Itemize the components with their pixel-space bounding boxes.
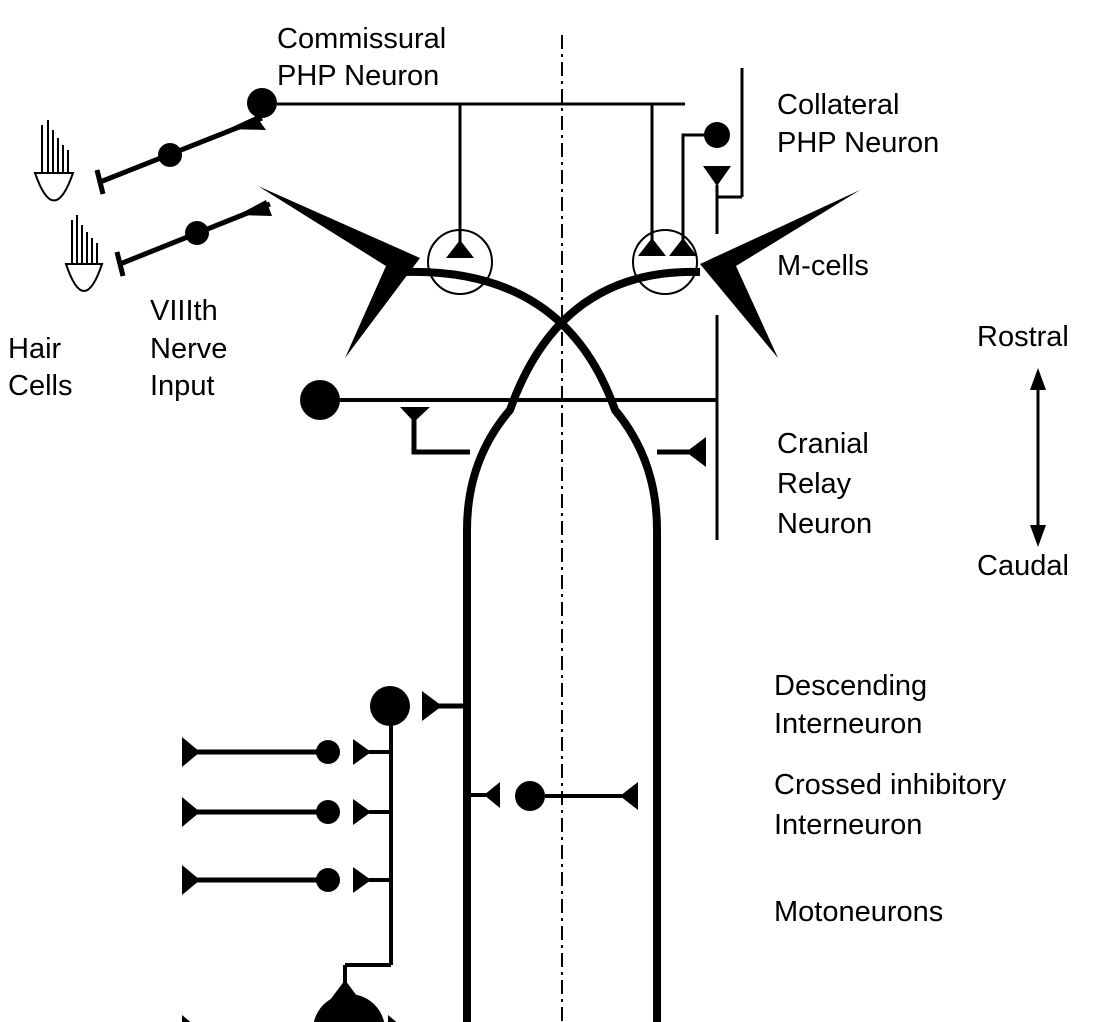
viiith-nerve-fiber-upper bbox=[94, 115, 266, 195]
label-caudal: Caudal bbox=[977, 550, 1069, 582]
label-viiith-nerve-line3: Input bbox=[150, 370, 215, 402]
collateral-php-neuron bbox=[669, 68, 744, 256]
crossed-inhibitory-interneuron bbox=[471, 781, 638, 811]
label-viiith-nerve-line2: Nerve bbox=[150, 333, 228, 365]
m-cell-right-axon bbox=[463, 267, 701, 1022]
label-commissural-php-neuron-line1: Commissural bbox=[277, 23, 447, 55]
label-m-cells: M-cells bbox=[777, 250, 869, 282]
label-cranial-relay-neuron-line3: Neuron bbox=[777, 508, 873, 540]
hair-cell-upper bbox=[33, 120, 75, 202]
rostral-caudal-arrow bbox=[1030, 368, 1046, 547]
label-descending-interneuron-line1: Descending bbox=[774, 670, 928, 702]
label-crossed-inhibitory-interneuron-line2: Interneuron bbox=[774, 809, 923, 841]
label-collateral-php-neuron-line1: Collateral bbox=[777, 89, 900, 121]
m-cell-left-soma bbox=[427, 229, 493, 295]
label-viiith-nerve-line1: VIIIth bbox=[150, 295, 218, 327]
label-motoneurons: Motoneurons bbox=[774, 896, 944, 928]
m-cell-left-axon bbox=[404, 267, 661, 1022]
m-cell-right-dendrite bbox=[700, 190, 860, 358]
label-crossed-inhibitory-interneuron-line1: Crossed inhibitory bbox=[774, 769, 1007, 801]
m-cell-right-soma bbox=[632, 229, 698, 295]
label-rostral: Rostral bbox=[977, 321, 1069, 353]
label-descending-interneuron-line2: Interneuron bbox=[774, 708, 923, 740]
viiith-nerve-fiber-lower bbox=[114, 200, 272, 277]
commissural-php-neuron bbox=[247, 88, 685, 258]
label-cranial-relay-neuron-line1: Cranial bbox=[777, 428, 869, 460]
label-hair-cells-line2: Cells bbox=[8, 370, 73, 402]
cranial-relay-neuron bbox=[300, 315, 719, 540]
label-cranial-relay-neuron-line2: Relay bbox=[777, 468, 852, 500]
descending-interneuron bbox=[182, 686, 466, 1000]
label-hair-cells-line1: Hair bbox=[8, 333, 62, 365]
m-cell-left-dendrite bbox=[258, 186, 420, 358]
hair-cell-lower bbox=[64, 215, 104, 292]
motoneuron bbox=[182, 994, 397, 1022]
label-commissural-php-neuron-line2: PHP Neuron bbox=[277, 60, 440, 92]
label-collateral-php-neuron-line2: PHP Neuron bbox=[777, 127, 940, 159]
